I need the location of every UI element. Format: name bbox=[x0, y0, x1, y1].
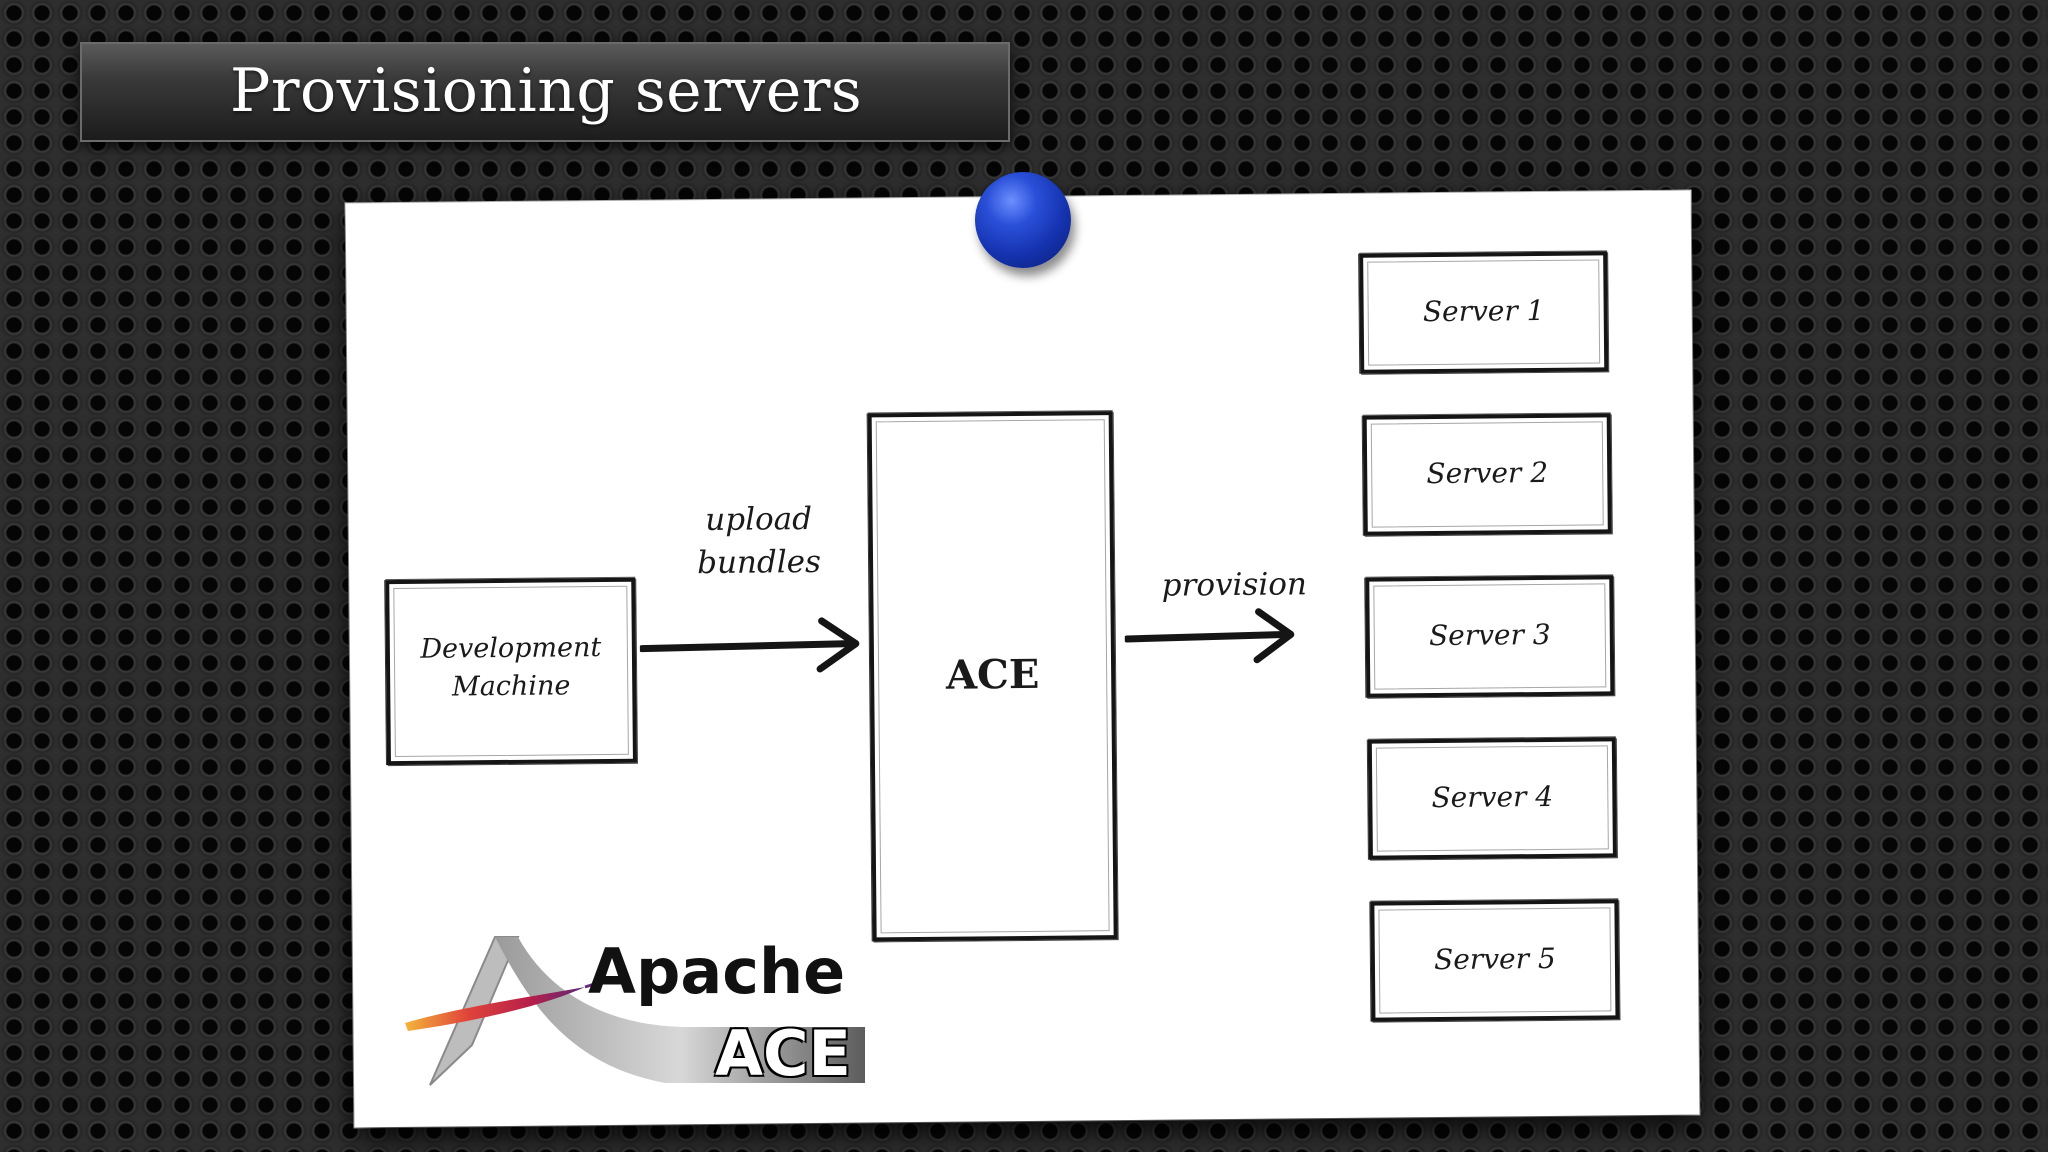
title-bar: Provisioning servers bbox=[80, 42, 1010, 142]
logo-ace-text: ACE bbox=[715, 1017, 851, 1090]
apache-feather-icon bbox=[405, 936, 865, 1086]
logo-swoosh bbox=[495, 937, 865, 1083]
server-label: Server 4 bbox=[1431, 779, 1554, 815]
development-machine-box: Development Machine bbox=[385, 577, 637, 766]
logo-feather-quill bbox=[584, 977, 611, 989]
provision-arrow bbox=[1124, 608, 1295, 664]
development-machine-label-line2: Machine bbox=[451, 670, 571, 703]
slide-title: Provisioning servers bbox=[230, 56, 863, 126]
server-label: Server 3 bbox=[1428, 617, 1551, 653]
development-machine-label-line1: Development bbox=[420, 632, 602, 665]
ace-box-label: ACE bbox=[945, 650, 1040, 699]
upload-arrow-shaft bbox=[639, 640, 854, 653]
upload-label-line1: upload bbox=[705, 501, 813, 539]
apache-ace-logo: Apache ACE bbox=[400, 935, 870, 1095]
server-label: Server 5 bbox=[1433, 941, 1556, 977]
server-box: Server 4 bbox=[1367, 737, 1617, 860]
server-box: Server 2 bbox=[1362, 413, 1612, 536]
upload-label-line2: bundles bbox=[696, 543, 822, 582]
upload-arrow-head bbox=[816, 617, 860, 673]
provision-label: provision bbox=[1161, 566, 1308, 604]
server-box: Server 3 bbox=[1365, 575, 1615, 698]
ace-box: ACE bbox=[867, 411, 1118, 942]
server-label: Server 2 bbox=[1426, 455, 1549, 491]
provision-arrow-shaft bbox=[1124, 630, 1289, 643]
push-pin-icon bbox=[975, 172, 1071, 268]
server-box: Server 5 bbox=[1370, 899, 1620, 1022]
server-label: Server 1 bbox=[1422, 293, 1545, 329]
provision-arrow-head bbox=[1253, 608, 1295, 664]
logo-apache-text: Apache bbox=[588, 935, 846, 1008]
server-box: Server 1 bbox=[1359, 251, 1609, 374]
upload-arrow bbox=[639, 617, 860, 673]
logo-feather bbox=[405, 987, 585, 1031]
diagram-card: Development Machine upload bundles ACE p… bbox=[345, 190, 1700, 1128]
